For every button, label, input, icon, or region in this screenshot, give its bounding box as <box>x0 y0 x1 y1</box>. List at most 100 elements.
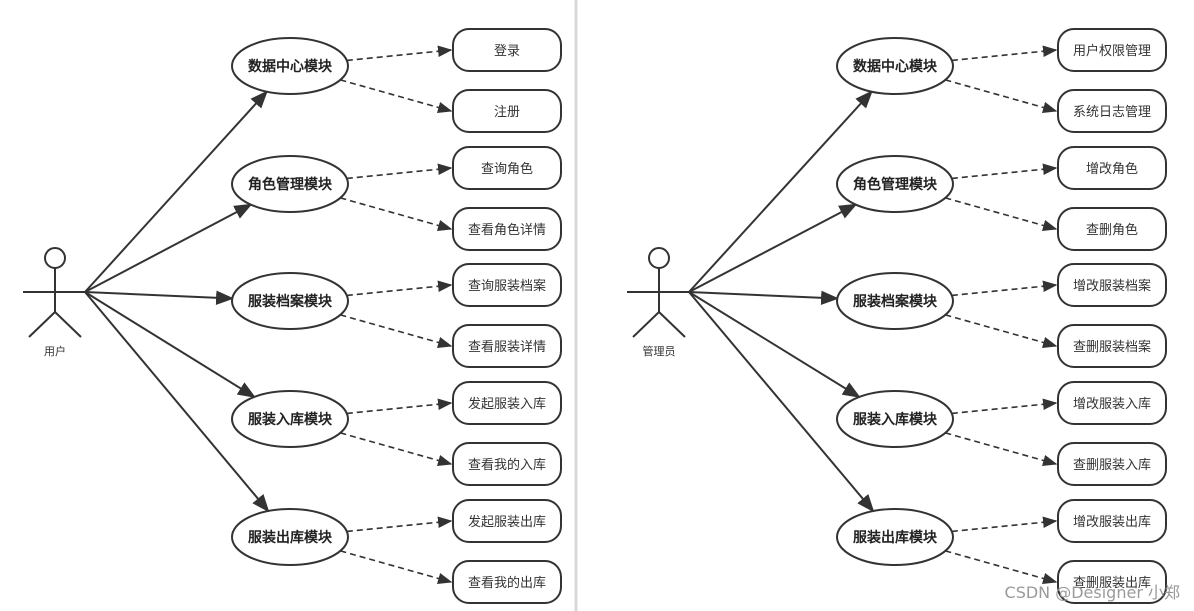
use-case-label: 查删服装入库 <box>1073 457 1151 473</box>
include-arrow <box>945 79 1058 114</box>
use-case-box <box>1057 28 1167 72</box>
module-ellipse <box>836 37 954 95</box>
association-arrow <box>84 291 270 513</box>
module-ellipse <box>231 390 349 448</box>
use-case-label: 登录 <box>494 44 520 59</box>
include-arrow <box>346 516 453 533</box>
association-arrow <box>688 90 873 293</box>
use-case-label: 查看我的出库 <box>468 575 546 591</box>
use-case-box <box>1057 207 1167 251</box>
use-case-label: 查删服装档案 <box>1073 340 1151 355</box>
use-case-label: 发起服装出库 <box>468 514 546 530</box>
watermark: CSDN @Designer 小郑 <box>1004 583 1180 602</box>
use-case-box <box>452 263 562 307</box>
include-arrow <box>346 45 453 62</box>
use-case-label: 查看角色详情 <box>468 222 546 238</box>
association-arrow <box>84 203 253 293</box>
use-case-box <box>1057 499 1167 543</box>
include-arrow <box>951 398 1058 415</box>
module-label: 服装档案模块 <box>248 293 333 310</box>
use-case-label: 增改角色 <box>1086 161 1138 177</box>
include-arrow <box>951 45 1058 62</box>
use-case-label: 查询角色 <box>481 161 533 177</box>
association-arrow <box>688 290 840 305</box>
module-ellipse <box>836 390 954 448</box>
actor-label: 用户 <box>44 344 66 358</box>
use-case-box <box>452 442 562 486</box>
use-case-box <box>452 324 562 368</box>
module-label: 服装档案模块 <box>853 293 938 310</box>
include-arrow <box>945 550 1058 585</box>
use-case-label: 查看我的入库 <box>468 457 546 473</box>
use-case-label: 增改服装档案 <box>1073 279 1151 294</box>
actor-right-leg <box>658 311 686 338</box>
use-case-label: 增改服装入库 <box>1073 396 1151 412</box>
include-arrow <box>945 314 1058 349</box>
module-ellipse <box>231 508 349 566</box>
module-label: 角色管理模块 <box>853 176 938 193</box>
actor-head-icon <box>44 247 66 269</box>
use-case-label: 查询服装档案 <box>468 279 546 294</box>
include-arrow <box>951 280 1058 297</box>
association-arrow <box>688 203 858 293</box>
include-arrow <box>945 432 1058 467</box>
module-ellipse <box>231 37 349 95</box>
include-arrow <box>340 197 453 232</box>
use-case-label: 注册 <box>494 105 520 120</box>
use-case-label: 查删服装出库 <box>1073 575 1151 591</box>
include-arrow <box>951 516 1058 533</box>
association-arrow <box>84 291 256 398</box>
use-case-box <box>1057 89 1167 133</box>
actor-label: 管理员 <box>643 344 676 358</box>
use-case-label: 用户权限管理 <box>1073 43 1151 59</box>
association-arrow <box>688 291 861 398</box>
use-case-box <box>1057 381 1167 425</box>
module-ellipse <box>231 155 349 213</box>
include-arrow <box>340 79 453 114</box>
module-ellipse <box>231 272 349 330</box>
actor-head-icon <box>648 247 670 269</box>
actor-right-leg <box>54 311 82 338</box>
association-arrow <box>688 291 875 513</box>
use-case-box <box>1057 442 1167 486</box>
use-case-label: 增改服装出库 <box>1073 514 1151 530</box>
use-case-box <box>452 381 562 425</box>
use-case-label: 查删角色 <box>1086 222 1138 238</box>
module-label: 角色管理模块 <box>248 176 333 193</box>
include-arrow <box>346 163 453 180</box>
module-ellipse <box>836 272 954 330</box>
module-label: 服装入库模块 <box>853 411 938 428</box>
include-arrow <box>340 432 453 467</box>
association-arrow <box>84 290 235 305</box>
use-case-box <box>452 146 562 190</box>
use-case-box <box>452 89 562 133</box>
module-label: 服装入库模块 <box>248 411 333 428</box>
module-label: 服装出库模块 <box>853 529 938 546</box>
use-case-box <box>452 560 562 604</box>
use-case-box <box>452 499 562 543</box>
association-arrow <box>84 90 268 293</box>
use-case-box <box>1057 146 1167 190</box>
use-case-box <box>1057 263 1167 307</box>
include-arrow <box>945 197 1058 232</box>
module-label: 数据中心模块 <box>853 58 938 75</box>
use-case-label: 查看服装详情 <box>468 339 546 355</box>
use-case-box <box>1057 560 1167 604</box>
actor-left-leg <box>632 311 660 338</box>
include-arrow <box>346 398 453 415</box>
include-arrow <box>340 314 453 349</box>
use-case-box <box>1057 324 1167 368</box>
use-case-label: 系统日志管理 <box>1073 105 1151 120</box>
include-arrow <box>951 163 1058 180</box>
module-ellipse <box>836 155 954 213</box>
include-arrow <box>346 280 453 297</box>
module-label: 数据中心模块 <box>248 58 333 75</box>
module-ellipse <box>836 508 954 566</box>
use-case-label: 发起服装入库 <box>468 396 546 412</box>
module-label: 服装出库模块 <box>248 529 333 546</box>
include-arrow <box>340 550 453 585</box>
use-case-box <box>452 28 562 72</box>
use-case-box <box>452 207 562 251</box>
